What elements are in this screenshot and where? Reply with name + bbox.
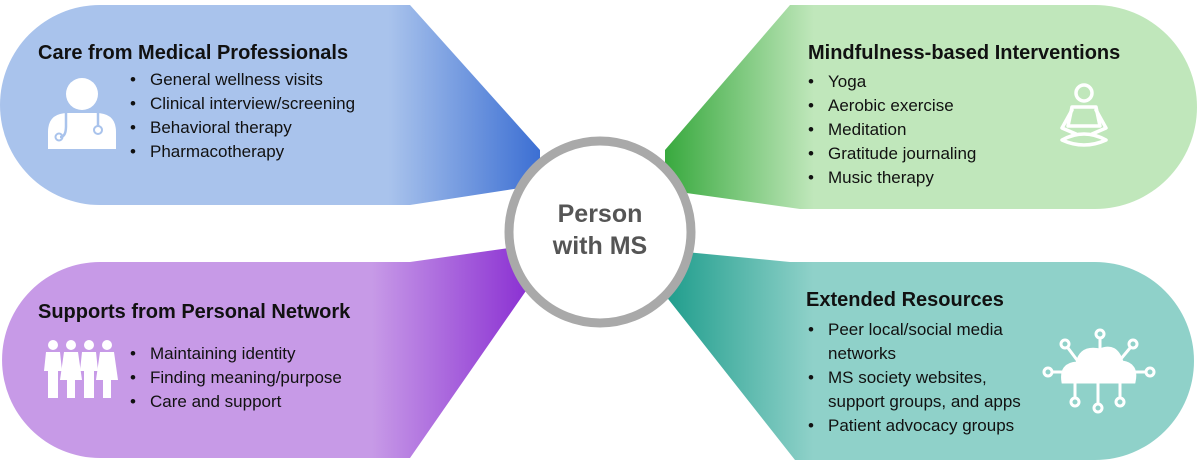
list-item: MS society websites,	[806, 366, 1021, 390]
meditation-icon	[1060, 83, 1108, 147]
list-item: Behavioral therapy	[128, 116, 355, 140]
care-panel-title: Care from Medical Professionals	[38, 41, 348, 65]
mindfulness-title: Mindfulness-based Interventions	[808, 42, 1121, 64]
center-circle	[504, 136, 696, 328]
supports-panel-title: Supports from Personal Network	[38, 300, 350, 324]
resources-title: Extended Resources	[806, 289, 1004, 311]
list-item-continuation: support groups, and apps	[828, 392, 1021, 411]
care-title: Care from Medical Professionals	[38, 42, 349, 64]
mindfulness-list: Yoga Aerobic exercise Meditation Gratitu…	[806, 70, 976, 190]
people-group-icon	[44, 340, 118, 398]
cloud-network-icon	[1042, 328, 1156, 414]
list-item: Care and support	[128, 390, 342, 414]
center-label-line-1: Person	[557, 200, 643, 228]
list-item: Aerobic exercise	[806, 94, 976, 118]
list-item: Music therapy	[806, 166, 976, 190]
center-label-line-2: with MS	[552, 232, 648, 260]
list-item: General wellness visits	[128, 68, 355, 92]
list-item: Meditation	[806, 118, 976, 142]
mindfulness-panel-title: Mindfulness-based Interventions	[808, 41, 1120, 65]
list-item: Pharmacotherapy	[128, 140, 355, 164]
center-label: Person with MS	[512, 198, 688, 262]
list-item: Peer local/social media	[806, 318, 1021, 342]
care-list: General wellness visits Clinical intervi…	[128, 68, 355, 164]
resources-panel-shape	[665, 250, 1194, 460]
list-item: Yoga	[806, 70, 976, 94]
list-item: Maintaining identity	[128, 342, 342, 366]
list-item-continuation: networks	[828, 344, 897, 363]
list-item: Clinical interview/screening	[128, 92, 355, 116]
doctor-icon	[48, 78, 116, 149]
list-item: Gratitude journaling	[806, 142, 976, 166]
supports-title: Supports from Personal Network	[38, 301, 351, 323]
resources-panel-title: Extended Resources	[806, 288, 1004, 312]
list-item: Finding meaning/purpose	[128, 366, 342, 390]
list-item: Patient advocacy groups	[806, 414, 1021, 438]
resources-list: Peer local/social media networks MS soci…	[806, 318, 1021, 438]
supports-list: Maintaining identity Finding meaning/pur…	[128, 342, 342, 414]
